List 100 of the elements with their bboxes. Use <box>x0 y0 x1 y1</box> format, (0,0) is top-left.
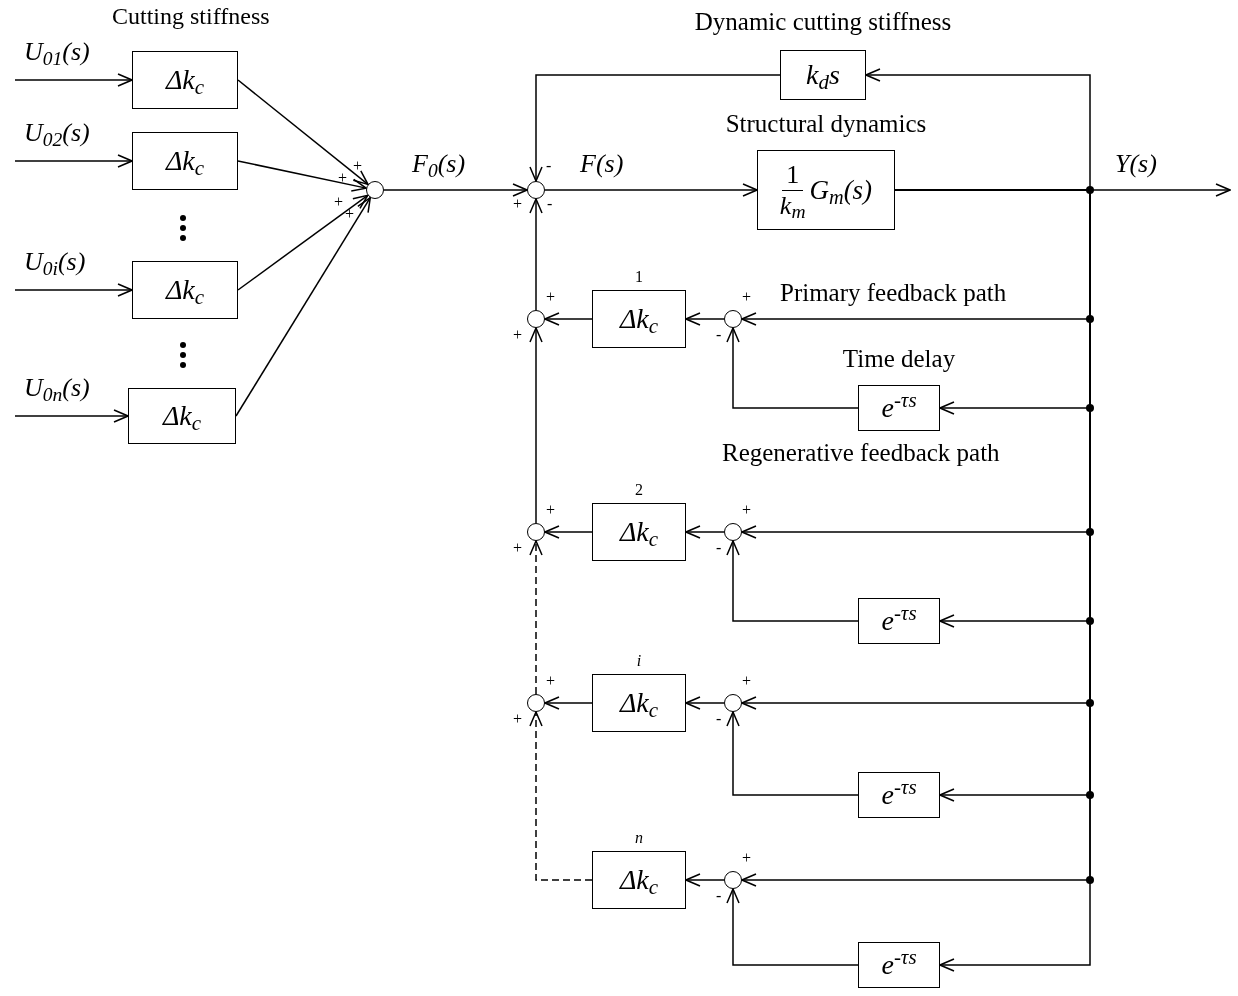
sign-label: + <box>513 196 523 212</box>
block-caption: Time delay <box>842 344 956 374</box>
arrow <box>685 696 725 710</box>
block-text: Δk$_{c}$ <box>619 689 659 717</box>
sign-label: + <box>546 289 556 305</box>
transfer-function-text: G$_{m}$(s) <box>809 176 873 204</box>
fraction-denominator: k$_{m}$ <box>779 190 806 219</box>
arrow <box>14 409 129 423</box>
arrow <box>14 154 133 168</box>
transfer-block <box>858 942 940 988</box>
fraction-numerator: 1 <box>782 161 804 191</box>
block-text: Δk$_{c}$ <box>162 402 202 430</box>
transfer-block <box>858 598 940 644</box>
summing-junction <box>527 310 545 328</box>
sign-label: + <box>742 289 752 305</box>
arrow <box>544 183 758 197</box>
index-label: 2 <box>635 480 643 500</box>
block-text: Δk$_{c}$ <box>619 305 659 333</box>
sign-label: + <box>742 850 752 866</box>
summing-junction <box>724 310 742 328</box>
edge-label: U$_{0n}$(s) <box>24 372 90 405</box>
sign-label: + <box>513 540 523 556</box>
transfer-block <box>132 132 238 190</box>
edge-label: U$_{0i}$(s) <box>24 246 86 279</box>
arrow <box>529 198 543 311</box>
sign-label: + <box>742 502 752 518</box>
index-label: n <box>635 828 643 848</box>
arrow <box>685 873 725 887</box>
block-caption: Structural dynamics <box>725 109 927 139</box>
transfer-block <box>592 674 686 732</box>
block-text: k$_{d}$s <box>806 61 840 89</box>
arrow <box>685 525 725 539</box>
arrow <box>237 79 369 186</box>
transfer-block <box>132 51 238 109</box>
block-text: Δk$_{c}$ <box>165 276 205 304</box>
edge-label: U$_{01}$(s) <box>24 36 90 69</box>
summing-junction <box>527 694 545 712</box>
sign-label: + <box>742 673 752 689</box>
arrow <box>544 525 593 539</box>
section-label: Cutting stiffness <box>112 4 270 28</box>
block-text: Δk$_{c}$ <box>619 866 659 894</box>
edge-label: Y(s) <box>1115 148 1157 180</box>
arrow <box>529 74 781 182</box>
section-label: Primary feedback path <box>780 280 1007 305</box>
sign-label: + <box>338 170 348 186</box>
sign-label: + <box>546 673 556 689</box>
arrow <box>726 888 859 966</box>
arrow <box>529 327 543 524</box>
arrow <box>237 194 369 291</box>
block-text: Δk$_{c}$ <box>165 147 205 175</box>
arrow <box>726 711 859 796</box>
sign-label: + <box>513 711 523 727</box>
sign-label: + <box>334 194 344 210</box>
block-text: Δk$_{c}$ <box>165 66 205 94</box>
transfer-block <box>757 150 895 230</box>
block-text: e$^{-τs}$ <box>881 607 917 635</box>
block-text: Δk$_{c}$ <box>619 518 659 546</box>
sign-label: - <box>716 711 722 727</box>
summing-junction <box>527 523 545 541</box>
summing-junction <box>366 181 384 199</box>
arrow <box>14 283 133 297</box>
block-text: e$^{-τs}$ <box>881 951 917 979</box>
sign-label: + <box>345 206 355 222</box>
index-label: i <box>636 651 642 671</box>
block-caption: Dynamic cutting stiffness <box>694 7 952 37</box>
index-label: 1 <box>635 267 643 287</box>
arrow <box>544 696 593 710</box>
summing-junction <box>724 523 742 541</box>
arrow <box>726 327 859 409</box>
sign-label: + <box>546 502 556 518</box>
summing-junction <box>724 871 742 889</box>
sign-label: - <box>546 158 552 174</box>
arrow <box>544 312 593 326</box>
transfer-block <box>780 50 866 100</box>
transfer-block <box>592 503 686 561</box>
transfer-block <box>592 290 686 348</box>
transfer-block <box>592 851 686 909</box>
edge-label: U$_{02}$(s) <box>24 117 90 150</box>
block-text: e$^{-τs}$ <box>881 781 917 809</box>
transfer-block <box>132 261 238 319</box>
summing-junction <box>724 694 742 712</box>
section-label: Regenerative feedback path <box>722 440 1000 465</box>
summing-junction <box>527 181 545 199</box>
arrow <box>685 312 725 326</box>
sign-label: - <box>716 540 722 556</box>
sign-label: - <box>716 888 722 904</box>
arrow <box>529 711 593 881</box>
edge-label: F$_{0}$(s) <box>412 148 466 181</box>
transfer-block <box>858 385 940 431</box>
sign-label: + <box>513 327 523 343</box>
sign-label: - <box>716 327 722 343</box>
arrow <box>383 183 528 197</box>
arrow <box>726 540 859 622</box>
block-text: e$^{-τs}$ <box>881 394 917 422</box>
sign-label: - <box>547 196 553 212</box>
arrow <box>237 160 367 192</box>
arrow <box>529 540 543 695</box>
edge-label: F(s) <box>580 148 624 180</box>
arrow <box>14 73 133 87</box>
transfer-block <box>128 388 236 444</box>
